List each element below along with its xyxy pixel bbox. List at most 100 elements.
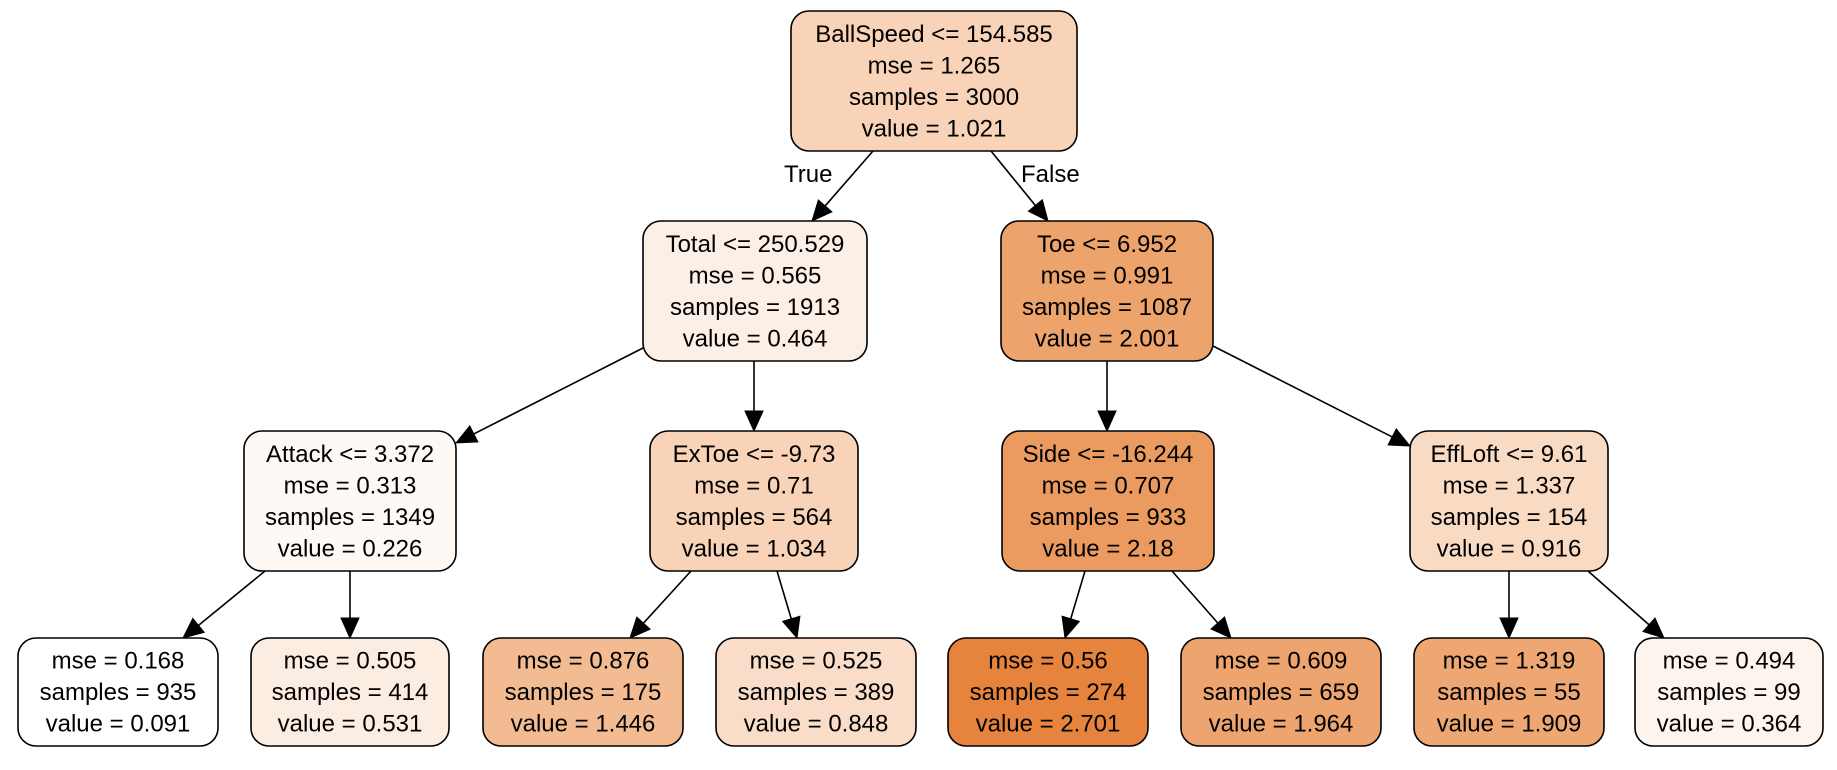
node-line: mse = 0.494 [1663, 648, 1796, 675]
node-line: value = 1.034 [682, 535, 827, 562]
node-line: mse = 0.707 [1042, 472, 1175, 499]
arrowhead-n2-n5 [1097, 410, 1117, 433]
edge-n4-n9 [642, 570, 692, 624]
node-line: samples = 389 [738, 679, 895, 706]
tree-node-n5: Side <= -16.244 mse = 0.707 samples = 933 v… [1001, 430, 1215, 572]
node-line: samples = 99 [1657, 679, 1800, 706]
edge-n5-n12 [1171, 570, 1219, 624]
node-line: mse = 0.56 [988, 648, 1107, 675]
node-line: value = 1.021 [862, 115, 1007, 142]
tree-node-n2: Toe <= 6.952 mse = 0.991 samples = 1087 val… [1000, 220, 1214, 362]
arrowhead-n1-n4 [744, 410, 764, 433]
node-line: mse = 1.337 [1443, 472, 1576, 499]
node-box [649, 430, 859, 572]
node-line: value = 0.226 [278, 535, 423, 562]
edge-n0-n2 [990, 150, 1036, 206]
node-line: samples = 154 [1431, 504, 1588, 531]
node-box [1409, 430, 1609, 572]
edge-n4-n10 [776, 570, 793, 620]
node-line: mse = 0.313 [284, 472, 417, 499]
node-box [1001, 430, 1215, 572]
node-line: EffLoft <= 9.61 [1430, 441, 1587, 468]
node-line: mse = 0.168 [52, 648, 185, 675]
tree-node-n0: BallSpeed <= 154.585 mse = 1.265 samples =… [790, 10, 1078, 152]
node-line: value = 0.916 [1437, 535, 1582, 562]
node-line: value = 1.909 [1437, 711, 1582, 738]
arrowhead-n4-n10 [781, 615, 801, 640]
node-line: samples = 3000 [849, 84, 1019, 111]
node-line: Toe <= 6.952 [1037, 231, 1177, 258]
node-box [715, 637, 917, 747]
node-line: samples = 933 [1030, 504, 1187, 531]
node-line: Side <= -16.244 [1023, 441, 1194, 468]
node-box [1634, 637, 1824, 747]
node-line: value = 0.464 [683, 325, 828, 352]
tree-node-n7: mse = 0.168 samples = 935 value = 0.091 [17, 637, 219, 747]
tree-node-n3: Attack <= 3.372 mse = 0.313 samples = 1349… [243, 430, 457, 572]
node-line: mse = 1.319 [1443, 648, 1576, 675]
node-line: samples = 414 [272, 679, 429, 706]
node-line: mse = 0.565 [689, 262, 822, 289]
node-line: samples = 274 [970, 679, 1127, 706]
node-line: value = 0.091 [46, 711, 191, 738]
arrowhead-n2-n6 [1387, 428, 1412, 447]
node-box [250, 637, 450, 747]
tree-node-n12: mse = 0.609 samples = 659 value = 1.964 [1180, 637, 1382, 747]
node-box [1413, 637, 1605, 747]
node-line: mse = 0.876 [517, 648, 650, 675]
node-line: BallSpeed <= 154.585 [815, 21, 1053, 48]
arrowhead-n1-n3 [454, 425, 479, 444]
node-line: samples = 1913 [670, 294, 840, 321]
node-box [482, 637, 684, 747]
node-box [642, 220, 868, 362]
edge-n5-n11 [1069, 570, 1086, 620]
edge-n6-n14 [1587, 570, 1650, 626]
node-line: Attack <= 3.372 [266, 441, 434, 468]
node-box [1180, 637, 1382, 747]
tree-node-n8: mse = 0.505 samples = 414 value = 0.531 [250, 637, 450, 747]
node-line: value = 1.446 [511, 711, 656, 738]
node-line: mse = 0.525 [750, 648, 883, 675]
arrowhead-n4-n9 [629, 616, 652, 639]
edge-label-n0-n1: True [784, 161, 832, 188]
node-line: samples = 175 [505, 679, 662, 706]
arrowhead-n3-n8 [340, 617, 360, 640]
node-box [947, 637, 1149, 747]
node-line: samples = 564 [676, 504, 833, 531]
node-line: value = 2.001 [1035, 325, 1180, 352]
edge-n0-n1 [824, 150, 874, 207]
node-line: mse = 0.991 [1041, 262, 1174, 289]
nodes-layer: BallSpeed <= 154.585 mse = 1.265 samples =… [17, 10, 1824, 747]
tree-node-n9: mse = 0.876 samples = 175 value = 1.446 [482, 637, 684, 747]
node-line: value = 0.531 [278, 711, 423, 738]
node-line: samples = 1349 [265, 504, 435, 531]
node-line: mse = 0.505 [284, 648, 417, 675]
tree-node-n11: mse = 0.56 samples = 274 value = 2.701 [947, 637, 1149, 747]
node-box [790, 10, 1078, 152]
node-line: samples = 659 [1203, 679, 1360, 706]
arrowhead-n0-n2 [1027, 198, 1049, 222]
edge-n2-n6 [1212, 345, 1393, 438]
arrowhead-n0-n1 [811, 199, 833, 222]
node-line: samples = 935 [40, 679, 197, 706]
edge-n1-n3 [473, 347, 644, 435]
arrowhead-n6-n13 [1499, 617, 1519, 640]
node-line: value = 1.964 [1209, 711, 1354, 738]
node-line: mse = 1.265 [868, 52, 1001, 79]
arrowhead-n5-n11 [1061, 615, 1081, 640]
arrowhead-n6-n14 [1642, 617, 1665, 639]
edge-label-n0-n2: False [1021, 161, 1080, 188]
node-line: value = 2.18 [1042, 535, 1173, 562]
node-line: value = 2.701 [976, 711, 1121, 738]
tree-node-n1: Total <= 250.529 mse = 0.565 samples = 191… [642, 220, 868, 362]
tree-node-n6: EffLoft <= 9.61 mse = 1.337 samples = 154 v… [1409, 430, 1609, 572]
node-line: value = 0.848 [744, 711, 889, 738]
node-line: samples = 1087 [1022, 294, 1192, 321]
node-line: ExToe <= -9.73 [673, 441, 836, 468]
tree-node-n10: mse = 0.525 samples = 389 value = 0.848 [715, 637, 917, 747]
node-line: Total <= 250.529 [666, 231, 845, 258]
node-line: mse = 0.609 [1215, 648, 1348, 675]
